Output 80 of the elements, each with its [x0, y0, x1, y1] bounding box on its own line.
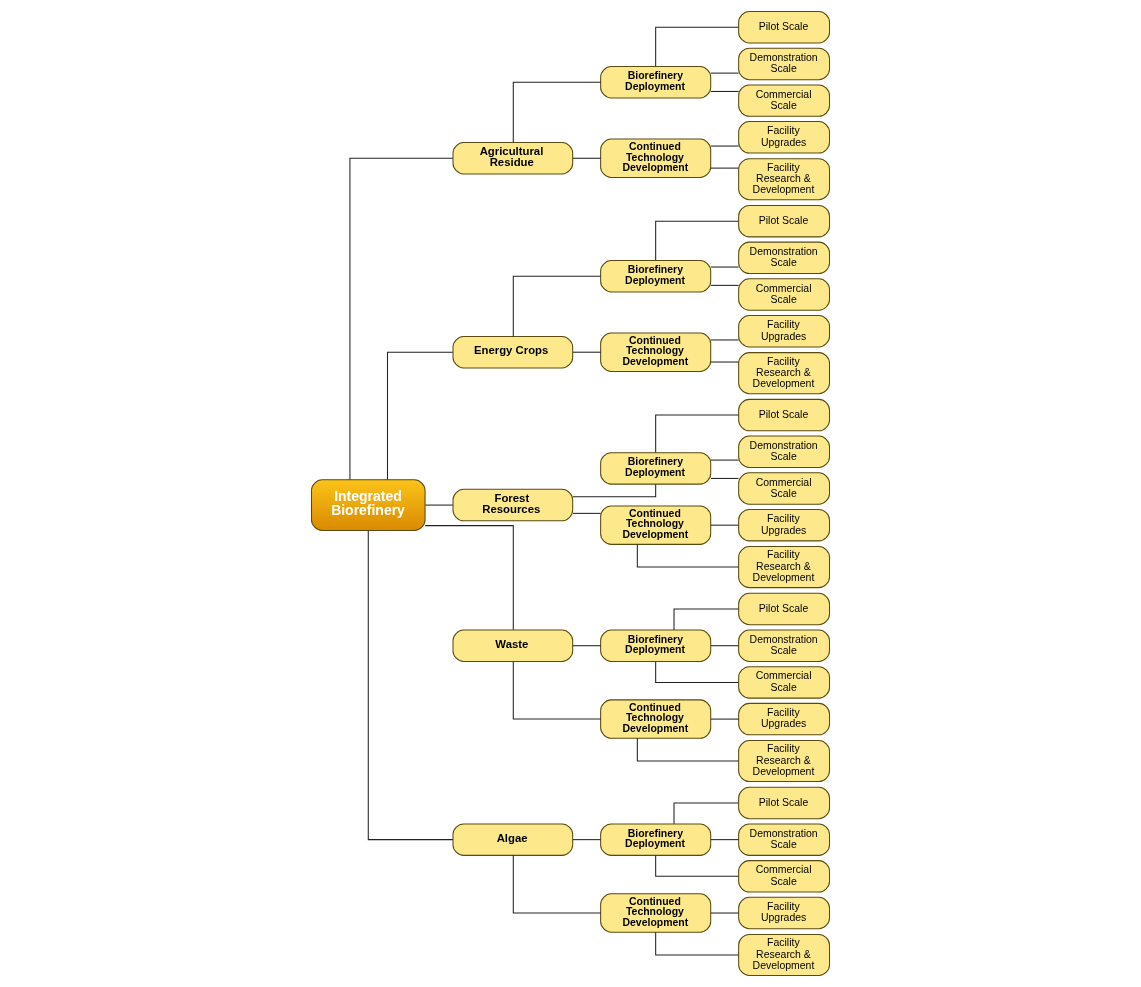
connector — [710, 645, 740, 647]
node-box: Biorefinery Deployment — [600, 66, 712, 99]
connector — [349, 157, 454, 481]
node-box: Facility Research & Development — [738, 352, 831, 395]
node-box: Facility Upgrades — [738, 702, 831, 736]
connector — [710, 284, 740, 286]
connector — [572, 645, 602, 647]
node-box: Agricultural Residue — [452, 142, 574, 175]
node-box: Demonstration Scale — [738, 47, 831, 81]
connector — [710, 912, 740, 914]
connector — [386, 351, 454, 480]
node-box: Commercial Scale — [738, 278, 831, 311]
connector — [710, 524, 740, 526]
connector — [572, 157, 602, 159]
connector — [655, 26, 739, 67]
connector — [710, 339, 740, 341]
node-box: Demonstration Scale — [738, 241, 831, 275]
node-box: Pilot Scale — [738, 786, 831, 820]
node-box: Pilot Scale — [738, 398, 831, 432]
node-box: Commercial Scale — [738, 666, 831, 699]
node-box: Forest Resources — [452, 488, 574, 522]
connector — [424, 525, 514, 631]
connector — [655, 660, 739, 683]
node-box: Continued Technology Development — [600, 138, 712, 179]
node-box: Commercial Scale — [738, 860, 831, 893]
connector — [655, 931, 739, 956]
connector — [424, 504, 454, 506]
node-box: Facility Upgrades — [738, 315, 831, 348]
connector — [655, 220, 739, 261]
node-box: Facility Research & Development — [738, 933, 831, 976]
node-box: Facility Upgrades — [738, 508, 831, 542]
connector — [572, 351, 602, 353]
connector — [673, 608, 739, 631]
connector — [710, 718, 740, 720]
node-box: Pilot Scale — [738, 592, 831, 626]
connector — [710, 361, 740, 363]
connector — [512, 81, 602, 144]
node-box: Facility Research & Development — [738, 158, 831, 201]
node-box: Demonstration Scale — [738, 435, 831, 469]
node-box: Continued Technology Development — [600, 332, 712, 372]
connector — [367, 529, 454, 841]
connector — [512, 661, 602, 720]
node-box: Biorefinery Deployment — [600, 629, 712, 662]
connector — [710, 266, 740, 268]
node-box: Biorefinery Deployment — [600, 259, 712, 293]
node-box: Integrated Biorefinery — [310, 479, 426, 531]
node-box: Continued Technology Development — [600, 893, 712, 933]
node-box: Continued Technology Development — [600, 505, 712, 545]
connector — [710, 90, 740, 92]
node-box: Algae — [452, 823, 574, 856]
connector — [572, 512, 602, 514]
node-box: Demonstration Scale — [738, 629, 831, 662]
connector — [673, 802, 739, 825]
node-box: Facility Upgrades — [738, 896, 831, 930]
connector — [512, 855, 602, 914]
node-box: Facility Research & Development — [738, 739, 831, 783]
node-box: Commercial Scale — [738, 472, 831, 505]
node-box: Waste — [452, 629, 574, 662]
connector — [655, 854, 739, 877]
node-box: Biorefinery Deployment — [600, 452, 712, 485]
node-box: Continued Technology Development — [600, 699, 712, 739]
node-box: Facility Research & Development — [738, 546, 831, 589]
node-box: Energy Crops — [452, 335, 574, 369]
node-box: Pilot Scale — [738, 204, 831, 238]
node-box: Commercial Scale — [738, 84, 831, 117]
node-box: Demonstration Scale — [738, 823, 831, 856]
connector — [710, 72, 740, 74]
connector — [572, 839, 602, 841]
connector — [636, 543, 739, 568]
connector — [655, 414, 739, 453]
connector — [710, 839, 740, 841]
connector — [710, 167, 740, 169]
connector — [710, 145, 740, 147]
node-box: Facility Upgrades — [738, 121, 831, 154]
node-box: Biorefinery Deployment — [600, 823, 712, 856]
connector — [710, 477, 740, 479]
connector — [512, 275, 602, 337]
node-box: Pilot Scale — [738, 11, 831, 44]
connector — [636, 737, 739, 762]
connector — [710, 459, 740, 461]
